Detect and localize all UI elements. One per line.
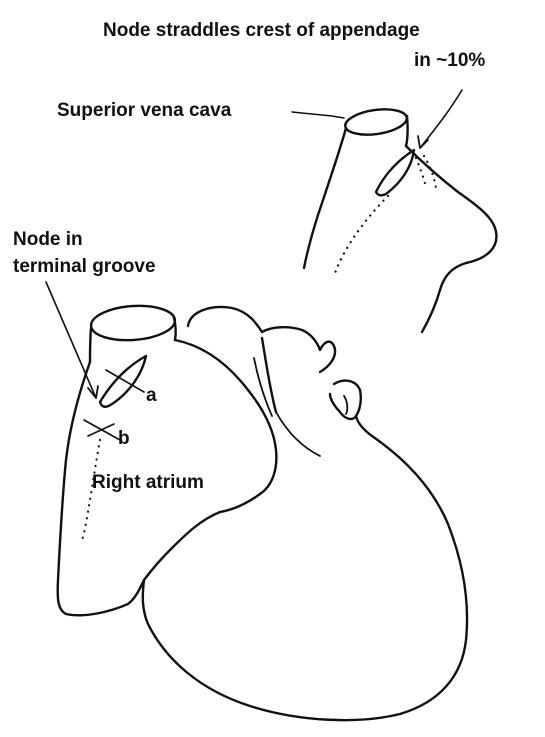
- label-superior-vena-cava: Superior vena cava: [57, 100, 231, 122]
- pulmonary-trunk-inner: [262, 338, 276, 412]
- leader-crest: [420, 90, 462, 148]
- inset-svc-left-wall: [304, 128, 346, 268]
- svc-opening: [90, 303, 176, 343]
- section-line-a: [106, 370, 144, 392]
- inset-svc-appendage: [304, 106, 496, 332]
- inset-dotted-line: [334, 196, 388, 276]
- label-marker-b: b: [118, 428, 130, 450]
- main-heart: [58, 303, 467, 720]
- label-node-straddles-line2: in ~10%: [414, 50, 485, 72]
- leader-crest-arrowhead: [418, 136, 428, 148]
- pulmonary-trunk-outline: [262, 327, 335, 372]
- label-right-atrium: Right atrium: [92, 472, 204, 494]
- left-appendage-inner: [344, 396, 347, 414]
- label-node-straddles-line1: Node straddles crest of appendage: [103, 20, 420, 42]
- svc-right-wall: [174, 318, 176, 340]
- inset-svc-opening: [344, 106, 409, 138]
- atrioventricular-groove: [276, 412, 320, 456]
- label-marker-a: a: [146, 385, 157, 407]
- leader-node-groove: [46, 282, 96, 398]
- ventricle-outline: [143, 416, 467, 720]
- inset-appendage-crest: [376, 150, 414, 195]
- label-node-in-groove-line1: Node in: [13, 229, 83, 251]
- inset-appendage-outline: [406, 146, 496, 332]
- leader-svc: [292, 112, 344, 118]
- inset-svc-right-wall: [406, 116, 408, 146]
- aorta-outline: [188, 307, 262, 332]
- sinus-node-lens: [100, 356, 146, 407]
- label-node-in-groove-line2: terminal groove: [13, 256, 156, 278]
- svc-left-wall: [90, 328, 91, 362]
